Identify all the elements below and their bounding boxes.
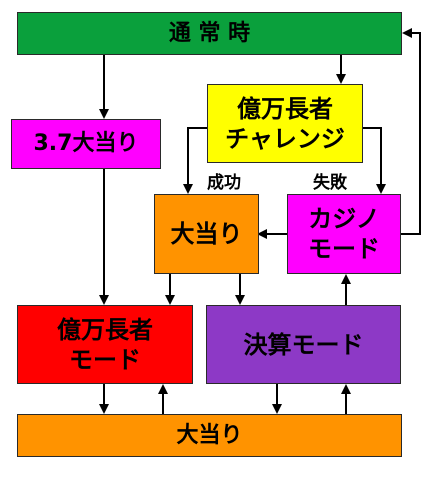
edge-label-success: 成功 [207, 173, 241, 193]
node-millionaire-mode: 億万長者 モード [17, 305, 193, 384]
arrow-challenge-success [183, 127, 207, 194]
node-jackpot-bottom: 大当り [17, 414, 402, 457]
node-jackpot-3-7: 3.7大当り [11, 119, 161, 169]
node-millionaire-challenge: 億万長者 チャレンジ [207, 84, 363, 163]
node-normal-time: 通 常 時 [17, 12, 402, 55]
node-settlement-mode: 決算モード [206, 305, 401, 384]
node-millionaire-mode-label: 億万長者 モード [57, 315, 153, 374]
edge-label-failure: 失敗 [313, 173, 347, 193]
node-casino-mode: カジノ モード [287, 194, 401, 274]
node-jackpot-mid: 大当り [154, 194, 259, 274]
node-jackpot-bottom-label: 大当り [176, 422, 243, 448]
arrow-challenge-failure [363, 127, 386, 194]
node-settlement-mode-label: 決算モード [243, 330, 364, 359]
node-casino-mode-label: カジノ モード [308, 205, 380, 263]
arrow-casino-to-normal [401, 28, 421, 235]
node-millionaire-challenge-label: 億万長者 チャレンジ [225, 94, 345, 153]
node-normal-time-label: 通 常 時 [168, 20, 251, 46]
node-jackpot-mid-label: 大当り [170, 220, 243, 248]
node-jackpot-3-7-label: 3.7大当り [33, 131, 139, 157]
